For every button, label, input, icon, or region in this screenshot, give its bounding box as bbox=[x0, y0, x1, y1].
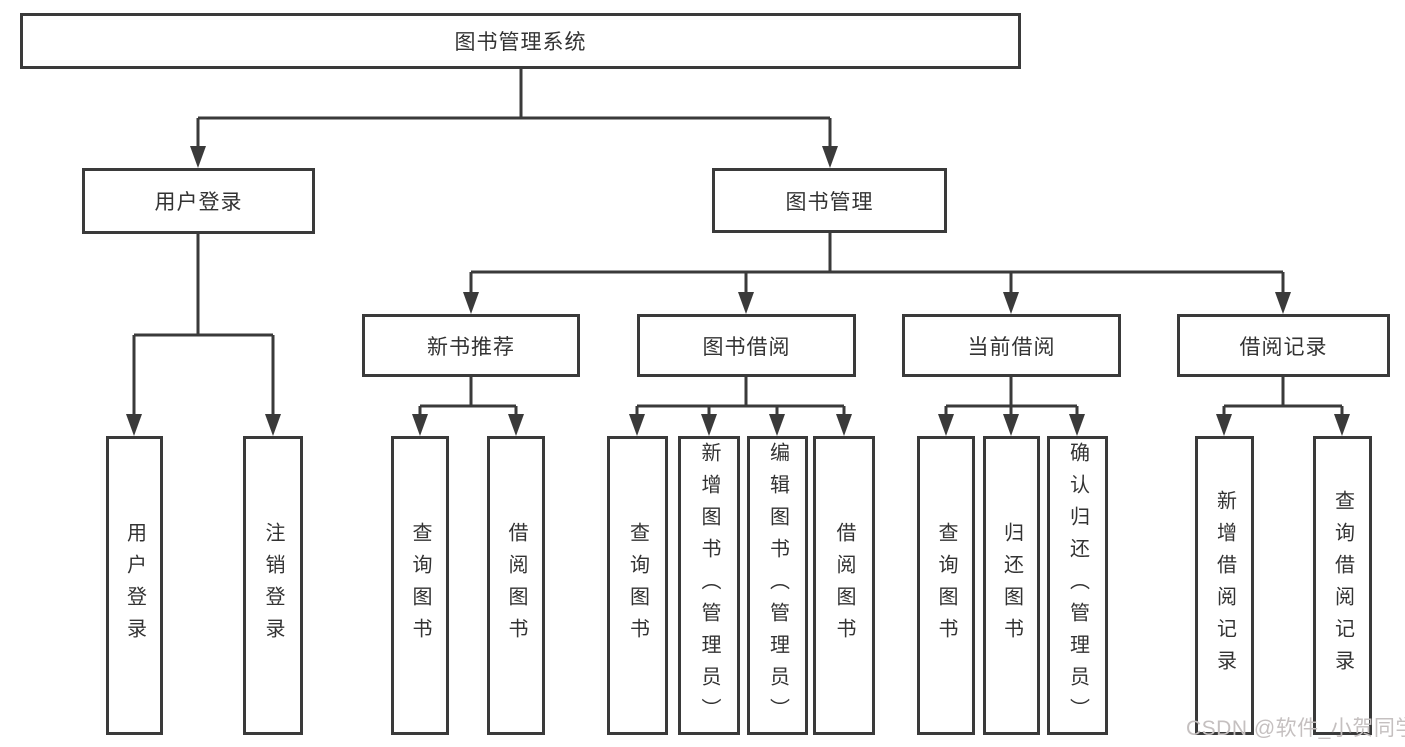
connector-user-login-children bbox=[126, 234, 281, 436]
leaf-cb-return-book: 归还图书 bbox=[983, 436, 1040, 735]
connector-root-to-level2 bbox=[190, 69, 838, 168]
node-current-borrow: 当前借阅 bbox=[902, 314, 1121, 377]
arrowhead-bb-edit bbox=[769, 414, 785, 436]
node-current-borrow-label: 当前借阅 bbox=[967, 335, 1056, 359]
node-user-login-label: 用户登录 bbox=[154, 191, 243, 214]
leaf-br-add-record: 新增借阅记录 bbox=[1195, 436, 1254, 735]
arrowhead-current-borrow bbox=[1003, 292, 1019, 314]
arrowhead-ul-login bbox=[126, 414, 142, 436]
leaf-bb-query-book-label: 查询图书 bbox=[626, 521, 649, 650]
arrowhead-new-book-rec bbox=[463, 292, 479, 314]
node-user-login: 用户登录 bbox=[82, 168, 315, 234]
leaf-cb-query-book-label: 查询图书 bbox=[935, 521, 957, 650]
leaf-nbr-query-book: 查询图书 bbox=[391, 436, 449, 735]
node-new-book-rec-label: 新书推荐 bbox=[427, 335, 515, 359]
node-root-label: 图书管理系统 bbox=[454, 31, 587, 54]
leaf-cb-return-book-label: 归还图书 bbox=[1000, 521, 1023, 650]
leaf-cb-confirm-return-admin-label: 确认归还（管理员） bbox=[1066, 441, 1089, 730]
node-root: 图书管理系统 bbox=[20, 13, 1021, 69]
node-book-mgmt-label: 图书管理 bbox=[785, 190, 874, 214]
node-book-borrow-label: 图书借阅 bbox=[702, 335, 791, 359]
arrowhead-book-mgmt bbox=[822, 146, 838, 168]
leaf-bb-add-book-admin: 新增图书（管理员） bbox=[678, 436, 740, 735]
arrowhead-bb-add bbox=[701, 414, 717, 436]
node-new-book-rec: 新书推荐 bbox=[362, 314, 580, 377]
leaf-br-add-record-label: 新增借阅记录 bbox=[1213, 489, 1236, 682]
connector-new-book-rec-children bbox=[412, 377, 524, 436]
arrowhead-bb-query bbox=[629, 414, 645, 436]
leaf-br-query-record-label: 查询借阅记录 bbox=[1331, 489, 1354, 682]
arrowhead-cb-return bbox=[1003, 414, 1019, 436]
arrowhead-br-add bbox=[1216, 414, 1232, 436]
arrowhead-cb-confirm bbox=[1069, 414, 1085, 436]
leaf-bb-edit-book-admin-label: 编辑图书（管理员） bbox=[766, 441, 789, 730]
node-borrow-records: 借阅记录 bbox=[1177, 314, 1390, 377]
connector-borrow-records-children bbox=[1216, 377, 1350, 436]
leaf-bb-query-book: 查询图书 bbox=[607, 436, 668, 735]
node-borrow-records-label: 借阅记录 bbox=[1239, 335, 1328, 359]
leaf-logout-label: 注销登录 bbox=[262, 521, 284, 650]
arrowhead-nbr-query bbox=[412, 414, 428, 436]
connector-book-mgmt-children bbox=[463, 233, 1291, 314]
leaf-nbr-query-book-label: 查询图书 bbox=[409, 521, 431, 650]
arrowhead-bb-borrow bbox=[836, 414, 852, 436]
leaf-bb-edit-book-admin: 编辑图书（管理员） bbox=[747, 436, 808, 735]
arrowhead-borrow-records bbox=[1275, 292, 1291, 314]
node-book-borrow: 图书借阅 bbox=[637, 314, 856, 377]
connector-book-borrow-children bbox=[629, 377, 852, 436]
arrowhead-user-login bbox=[190, 146, 206, 168]
arrowhead-cb-query bbox=[938, 414, 954, 436]
leaf-user-login-label: 用户登录 bbox=[123, 521, 146, 650]
leaf-cb-query-book: 查询图书 bbox=[917, 436, 975, 735]
leaf-cb-confirm-return-admin: 确认归还（管理员） bbox=[1047, 436, 1108, 735]
leaf-nbr-borrow-book-label: 借阅图书 bbox=[505, 521, 527, 650]
leaf-logout: 注销登录 bbox=[243, 436, 303, 735]
arrowhead-ul-logout bbox=[265, 414, 281, 436]
arrowhead-book-borrow bbox=[738, 292, 754, 314]
leaf-bb-borrow-book-label: 借阅图书 bbox=[833, 521, 855, 650]
arrowhead-br-query bbox=[1334, 414, 1350, 436]
connector-current-borrow-children bbox=[938, 377, 1085, 436]
leaf-user-login: 用户登录 bbox=[106, 436, 163, 735]
leaf-bb-borrow-book: 借阅图书 bbox=[813, 436, 875, 735]
leaf-br-query-record: 查询借阅记录 bbox=[1313, 436, 1372, 735]
leaf-nbr-borrow-book: 借阅图书 bbox=[487, 436, 545, 735]
csdn-watermark: CSDN @软件_小贺同学 bbox=[1186, 717, 1405, 740]
node-book-mgmt: 图书管理 bbox=[712, 168, 947, 233]
arrowhead-nbr-borrow bbox=[508, 414, 524, 436]
leaf-bb-add-book-admin-label: 新增图书（管理员） bbox=[698, 441, 720, 730]
